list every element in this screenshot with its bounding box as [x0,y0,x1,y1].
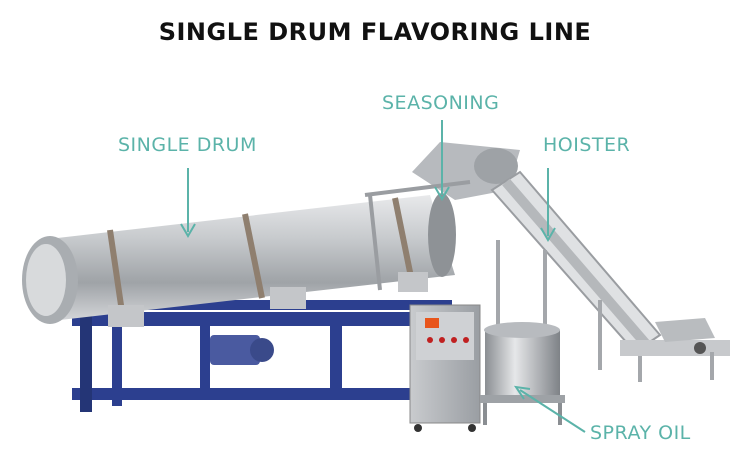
arrow-single-drum [180,168,196,238]
label-seasoning: SEASONING [382,92,500,114]
single-drum [22,193,456,327]
arrow-spray-oil [513,385,586,433]
seasoning-hopper [364,142,520,291]
arrow-seasoning [434,120,450,201]
label-single-drum: SINGLE DRUM [118,134,257,156]
spray-oil-tank [480,322,565,425]
label-spray-oil: SPRAY OIL [590,422,691,444]
hoister [490,170,730,382]
page-title: SINGLE DRUM FLAVORING LINE [158,18,592,46]
label-hoister: HOISTER [543,134,631,156]
control-cabinet [409,304,481,432]
motor [210,335,274,365]
arrow-hoister [540,168,556,242]
